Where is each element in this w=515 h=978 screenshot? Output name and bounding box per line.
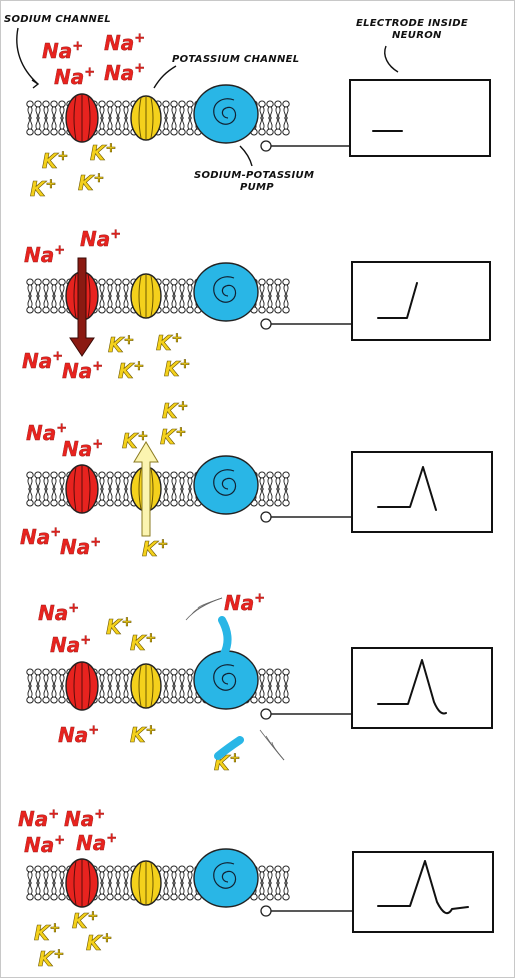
k-ion: K+ [118, 359, 144, 383]
sodium-channel-label: SODIUM CHANNEL [4, 14, 111, 25]
na-ion: Na+ [224, 591, 265, 615]
oscilloscope-display [351, 647, 493, 729]
potassium-channel-label: POTASSIUM CHANNEL [172, 54, 299, 65]
k-ion: K+ [42, 149, 68, 173]
potassium-channel-pointer [153, 65, 177, 89]
electrode-icon [260, 318, 352, 330]
sodium-potassium-pump-icon [193, 848, 259, 908]
k-ion: K+ [160, 425, 186, 449]
na-ion: Na+ [62, 359, 103, 383]
k-ion: K+ [130, 723, 156, 747]
sodium-potassium-pump-icon [193, 262, 259, 322]
k-ion: K+ [122, 429, 148, 453]
na-ion: Na+ [42, 39, 83, 63]
sodium-potassium-pump-icon [193, 650, 259, 710]
voltage-trace [377, 282, 418, 319]
k-ion: K+ [130, 631, 156, 655]
k-ion: K+ [72, 909, 98, 933]
oscilloscope-display [349, 79, 491, 157]
na-ion: Na+ [24, 833, 65, 857]
panel-5-restored: Na+Na+Na+Na+K+K+K+K+ [18, 807, 494, 971]
k-ion: K+ [90, 141, 116, 165]
k-ion: K+ [162, 399, 188, 423]
oscilloscope-display [352, 851, 494, 933]
sodium-potassium-pump-icon [193, 455, 259, 515]
pump-label-line1: SODIUM-POTASSIUM [194, 170, 314, 181]
k-ion: K+ [142, 537, 168, 561]
voltage-trace [377, 659, 447, 715]
na-ion: Na+ [60, 535, 101, 559]
electrode-label-line2: NEURON [392, 30, 442, 41]
panel-3-potassium-efflux: Na+Na+Na+Na+K+K+K+K+ [20, 399, 493, 561]
potassium-channel-icon [130, 663, 162, 709]
oscilloscope-display [351, 451, 493, 533]
electrode-icon [260, 140, 350, 152]
electrode-icon [260, 708, 352, 720]
sodium-channel-pointer-head [31, 79, 40, 89]
na-ion: Na+ [76, 831, 117, 855]
voltage-trace [377, 860, 469, 915]
k-ion: K+ [86, 931, 112, 955]
na-ion: Na+ [54, 65, 95, 89]
electrode-label-line1: ELECTRODE INSIDE [356, 18, 468, 29]
na-ion: Na+ [64, 807, 105, 831]
k-ion: K+ [38, 947, 64, 971]
sodium-channel-icon [65, 858, 99, 908]
oscilloscope-display [351, 261, 491, 341]
k-ion: K+ [164, 357, 190, 381]
na-ion: Na+ [58, 723, 99, 747]
pump-arm-icon [214, 616, 244, 760]
sodium-influx-arrow [69, 257, 95, 357]
voltage-trace [377, 466, 437, 511]
pump-label-line2: PUMP [240, 182, 274, 193]
na-ion: Na+ [18, 807, 59, 831]
sodium-channel-icon [65, 661, 99, 711]
electrode-icon [260, 511, 352, 523]
electrode-icon [260, 905, 353, 917]
sodium-channel-icon [65, 93, 99, 143]
k-ion: K+ [106, 615, 132, 639]
na-ion: Na+ [62, 437, 103, 461]
na-ion: Na+ [104, 31, 145, 55]
na-ion: Na+ [104, 61, 145, 85]
na-ion: Na+ [80, 227, 121, 251]
sodium-potassium-pump-icon [193, 84, 259, 144]
pump-motion-lines [185, 597, 285, 761]
electrode-pointer [384, 45, 399, 73]
potassium-efflux-arrow [133, 441, 159, 537]
k-ion: K+ [34, 921, 60, 945]
sodium-channel-pointer [16, 27, 39, 85]
panel-4-pump-active: Na+Na+Na+Na+K+K+K+K+ [26, 591, 493, 775]
na-ion: Na+ [50, 633, 91, 657]
pump-pointer [239, 145, 253, 167]
k-ion: K+ [78, 171, 104, 195]
k-ion: K+ [30, 177, 56, 201]
na-ion: Na+ [26, 421, 67, 445]
potassium-channel-icon [130, 860, 162, 906]
potassium-channel-icon [130, 95, 162, 141]
potassium-channel-icon [130, 273, 162, 319]
na-ion: Na+ [20, 525, 61, 549]
na-ion: Na+ [22, 349, 63, 373]
na-ion: Na+ [38, 601, 79, 625]
k-ion: K+ [108, 333, 134, 357]
k-ion: K+ [156, 331, 182, 355]
panel-1-resting: Na+Na+Na+Na+K+K+K+K+ [26, 31, 491, 201]
na-ion: Na+ [24, 243, 65, 267]
panel-2-sodium-influx: Na+Na+Na+Na+K+K+K+K+ [22, 227, 491, 383]
sodium-channel-icon [65, 464, 99, 514]
